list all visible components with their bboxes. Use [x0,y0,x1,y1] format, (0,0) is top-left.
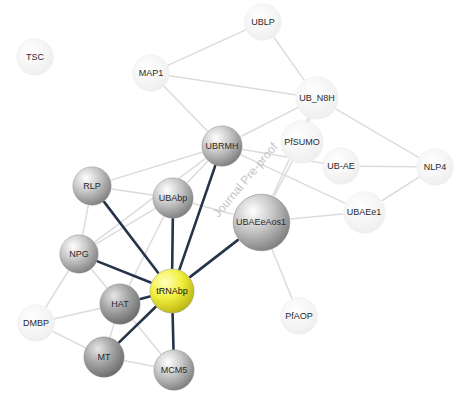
interaction-line [272,249,292,298]
strong-interaction [190,240,238,277]
interaction-line [382,177,419,200]
protein-node: TSC [16,38,54,76]
interaction-line [125,361,154,366]
strong-interaction [171,314,174,349]
interaction-line [308,119,310,121]
interaction-line [360,165,416,167]
interaction-line [55,309,100,319]
node-label: tRNAbp [156,287,188,296]
protein-node: UBAEe1 [343,191,386,234]
protein-sphere: UBAEeAos1 [232,193,291,252]
interaction-line [168,30,245,65]
protein-sphere: MCM5 [153,349,195,391]
interaction-line [170,76,295,95]
interaction-line [46,271,68,307]
protein-node: UBLP [244,3,282,41]
interaction-line [96,209,155,244]
interaction-line [290,214,342,219]
interaction-line [275,162,293,196]
node-label: UBAEeAos1 [236,218,286,227]
node-label: UBAbp [159,194,188,203]
node-label: UB_N8H [299,94,335,103]
node-label: MCM5 [161,366,188,375]
interaction-line [95,159,205,242]
protein-node: DMBP [17,304,55,342]
interaction-line [110,324,114,337]
node-label: MAP1 [139,69,164,78]
node-label: MT [98,353,111,362]
node-label: UB-AE [327,162,355,171]
node-label: DMBP [23,319,49,328]
node-label: UBLP [251,18,275,27]
node-label: NPG [69,250,89,259]
node-label: TSC [26,53,44,62]
protein-sphere: MT [83,336,125,378]
node-label: NLP4 [424,163,447,172]
strong-interaction [140,297,149,299]
node-label: HAT [111,300,128,309]
protein-sphere: HAT [99,283,141,325]
strong-interaction [180,166,216,269]
node-label: PfAOP [285,312,313,321]
interaction-line [274,38,304,81]
protein-sphere: UBAbp [152,177,194,219]
interaction-line [92,270,107,288]
interaction-line [53,332,85,348]
protein-node: UB-AE [322,147,360,185]
query-protein: tRNAbp [149,268,195,314]
interaction-line [112,189,152,195]
protein-sphere: UBRMH [201,125,243,167]
protein-node: PfSUMO [280,120,324,164]
node-label: UBAEe1 [347,208,382,217]
protein-node: UB_N8H [295,76,339,120]
interaction-line [164,87,207,131]
interaction-line [111,152,202,180]
protein-node: PfAOP [280,297,318,335]
interaction-line [83,206,88,235]
strong-interaction [98,261,151,282]
strong-interaction [171,219,174,268]
protein-sphere: RLP [72,166,112,206]
node-label: UBRMH [206,142,239,151]
protein-node: MAP1 [132,54,170,92]
node-label: RLP [83,182,101,191]
strong-interaction [104,202,158,273]
protein-sphere: NPG [59,234,99,274]
protein-node: NLP4 [416,148,454,186]
node-label: PfSUMO [284,138,320,147]
